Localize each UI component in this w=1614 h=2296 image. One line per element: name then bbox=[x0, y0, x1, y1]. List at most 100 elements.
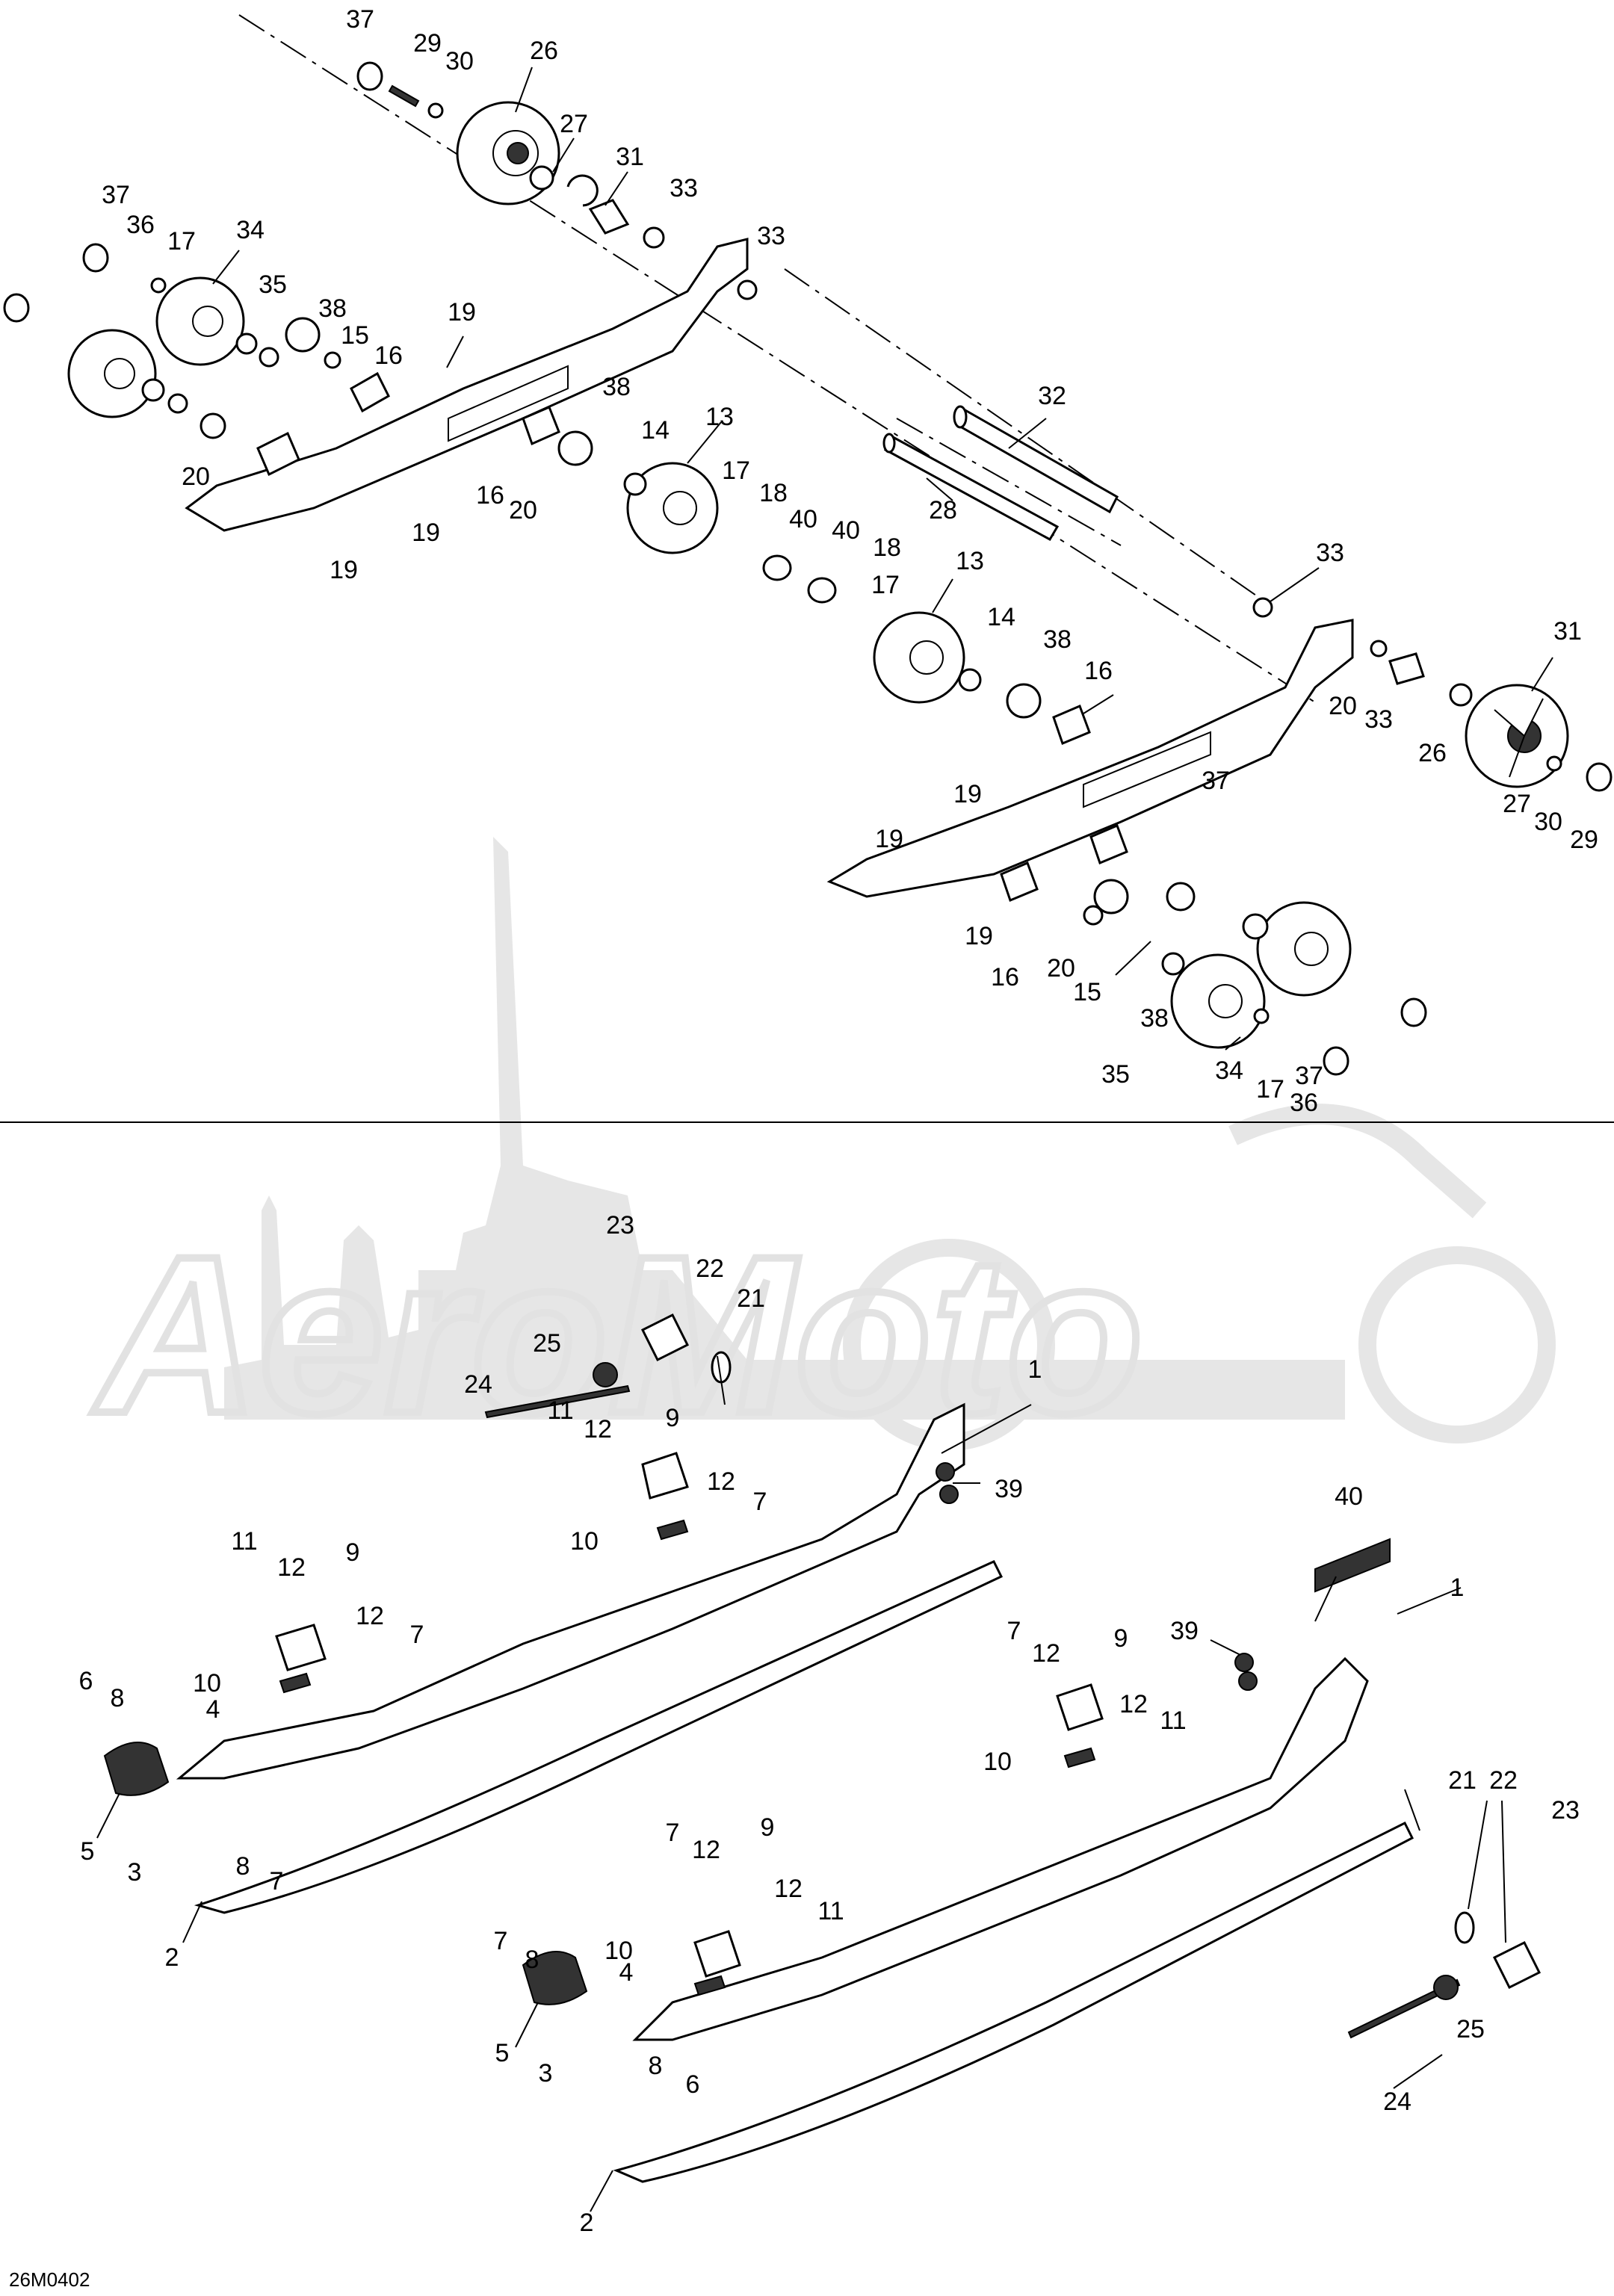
callout-label: 3 bbox=[539, 2059, 553, 2088]
callout-label: 7 bbox=[494, 1927, 508, 1955]
callout-label: 37 bbox=[1202, 767, 1230, 795]
lower-callouts: 23 22 21 25 24 11 12 9 1 39 12 7 10 11 1… bbox=[79, 1211, 1580, 2237]
callout-label: 8 bbox=[649, 2052, 663, 2080]
callout-label: 18 bbox=[873, 533, 901, 562]
callout-label: 36 bbox=[126, 211, 155, 239]
callout-label: 39 bbox=[1170, 1617, 1199, 1645]
callout-label: 12 bbox=[692, 1836, 720, 1864]
callout-label: 7 bbox=[270, 1867, 284, 1896]
callout-label: 16 bbox=[476, 481, 504, 510]
callout-label: 24 bbox=[1383, 2088, 1412, 2116]
callout-label: 4 bbox=[206, 1695, 220, 1724]
callout-label: 9 bbox=[761, 1813, 775, 1842]
callout-label: 11 bbox=[1160, 1706, 1186, 1735]
callout-label: 16 bbox=[1084, 657, 1113, 685]
callout-label: 27 bbox=[560, 110, 588, 138]
callout-label: 38 bbox=[602, 373, 631, 401]
callout-label: 23 bbox=[606, 1211, 634, 1240]
callout-label: 17 bbox=[871, 571, 900, 599]
callout-label: 25 bbox=[1456, 2015, 1485, 2043]
callout-label: 20 bbox=[1047, 954, 1075, 983]
callout-label: 12 bbox=[707, 1467, 735, 1496]
callout-label: 8 bbox=[236, 1852, 250, 1881]
callout-label: 31 bbox=[616, 143, 644, 171]
callout-label: 36 bbox=[1290, 1089, 1318, 1117]
callout-label: 16 bbox=[991, 963, 1019, 991]
callout-leads bbox=[96, 66, 1553, 2212]
callout-label: 40 bbox=[789, 505, 817, 533]
callout-label: 5 bbox=[81, 1837, 95, 1866]
callout-label: 23 bbox=[1551, 1796, 1580, 1825]
callout-label: 19 bbox=[412, 519, 440, 547]
callout-label: 20 bbox=[1329, 692, 1357, 720]
callout-label: 19 bbox=[875, 825, 903, 853]
callout-label: 30 bbox=[1534, 808, 1562, 836]
callout-label: 38 bbox=[318, 294, 347, 323]
callout-label: 29 bbox=[413, 29, 442, 58]
callout-label: 15 bbox=[341, 321, 369, 350]
callout-label: 8 bbox=[525, 1946, 539, 1974]
callout-label: 16 bbox=[374, 341, 403, 370]
callout-label: 1 bbox=[1450, 1574, 1465, 1602]
callout-label: 11 bbox=[547, 1396, 573, 1425]
callout-label: 33 bbox=[757, 222, 785, 250]
callout-label: 20 bbox=[182, 462, 210, 491]
callout-label: 28 bbox=[929, 496, 957, 525]
callout-label: 8 bbox=[111, 1684, 125, 1712]
callout-label: 33 bbox=[670, 174, 698, 202]
callout-label: 10 bbox=[605, 1937, 633, 1965]
callout-label: 19 bbox=[953, 780, 982, 808]
callout-label: 11 bbox=[231, 1527, 257, 1556]
callout-label: 17 bbox=[1256, 1075, 1284, 1104]
callout-label: 35 bbox=[259, 270, 287, 299]
callout-label: 6 bbox=[79, 1667, 93, 1695]
callout-label: 39 bbox=[995, 1475, 1023, 1503]
callout-label: 18 bbox=[759, 479, 788, 507]
callout-label: 12 bbox=[584, 1415, 612, 1443]
callout-label: 5 bbox=[495, 2039, 510, 2067]
callout-label: 33 bbox=[1316, 539, 1344, 567]
callout-label: 13 bbox=[705, 403, 734, 431]
callout-label: 7 bbox=[1007, 1617, 1021, 1645]
callout-label: 22 bbox=[1489, 1766, 1518, 1795]
callout-label: 25 bbox=[533, 1329, 561, 1358]
callout-label: 33 bbox=[1364, 705, 1393, 734]
callout-label: 10 bbox=[983, 1748, 1012, 1776]
callout-label: 14 bbox=[641, 416, 670, 445]
callout-label: 11 bbox=[817, 1897, 844, 1925]
callout-label: 24 bbox=[464, 1370, 492, 1399]
callout-label: 4 bbox=[619, 1958, 634, 1987]
callout-label: 13 bbox=[956, 547, 984, 575]
callout-label: 22 bbox=[696, 1254, 724, 1283]
callout-label: 10 bbox=[193, 1669, 221, 1698]
callout-label: 17 bbox=[722, 457, 750, 485]
callout-label: 7 bbox=[753, 1488, 767, 1516]
callout-label: 19 bbox=[330, 556, 358, 584]
callout-label: 27 bbox=[1503, 790, 1531, 818]
callout-label: 21 bbox=[737, 1284, 765, 1313]
callout-label: 30 bbox=[445, 47, 474, 75]
callout-label: 12 bbox=[1119, 1690, 1148, 1718]
callout-label: 37 bbox=[346, 5, 374, 34]
callout-label: 6 bbox=[686, 2070, 700, 2099]
callout-label: 31 bbox=[1553, 617, 1582, 646]
callout-label: 14 bbox=[987, 603, 1015, 631]
callout-label: 29 bbox=[1570, 826, 1598, 854]
callout-label: 40 bbox=[1335, 1482, 1363, 1511]
callout-label: 37 bbox=[102, 181, 130, 209]
callout-label: 1 bbox=[1028, 1355, 1042, 1384]
upper-callouts: 37 29 30 26 27 31 33 33 37 36 17 34 35 3… bbox=[102, 5, 1598, 1117]
callout-label: 38 bbox=[1140, 1004, 1169, 1033]
callout-label: 26 bbox=[1418, 739, 1447, 767]
watermark-text: AeroMoto bbox=[90, 1209, 1143, 1460]
callout-label: 19 bbox=[965, 922, 993, 950]
callout-label: 26 bbox=[530, 37, 558, 65]
callout-label: 2 bbox=[580, 2209, 594, 2237]
callout-label: 40 bbox=[832, 516, 860, 545]
callout-label: 21 bbox=[1448, 1766, 1477, 1795]
callout-label: 9 bbox=[666, 1404, 680, 1432]
callout-label: 38 bbox=[1043, 625, 1072, 654]
callout-label: 34 bbox=[1215, 1056, 1243, 1085]
watermark: AeroMoto bbox=[87, 837, 1556, 1464]
